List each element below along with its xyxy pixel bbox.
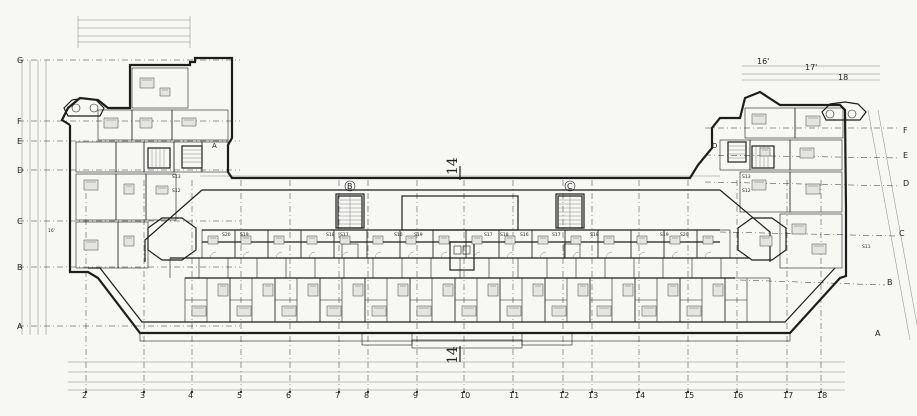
furniture — [83, 77, 827, 317]
unit-rooms — [169, 229, 771, 323]
room-code: S17 — [340, 232, 349, 238]
axis-label-a: A — [17, 322, 23, 331]
axis-label-d: D — [17, 166, 23, 175]
axis-label-col-9: 9 — [413, 391, 418, 400]
room-code: S20 — [680, 232, 689, 238]
section-mark-bottom: 14 — [445, 346, 461, 364]
axis-label-col-16-prime: 16' — [757, 57, 769, 66]
axis-label-c: C — [17, 217, 23, 226]
row-axis-labels-right: F E D C B A — [875, 126, 909, 338]
axis-label-col-3: 3 — [140, 391, 145, 400]
axis-label-col-10: 10 — [460, 391, 470, 400]
axis-label-col-18-top: 18 — [838, 73, 848, 82]
corner-bays — [63, 97, 867, 121]
stair-label-c: C — [567, 182, 573, 191]
axis-label-c-right: C — [899, 229, 905, 238]
svg-text:D: D — [712, 142, 717, 150]
axis-label-f: F — [17, 117, 22, 126]
room-code: S19 — [240, 232, 249, 238]
column-axis-labels-bottom: 2 3 4 5 6 7 8 9 10 11 12 13 14 15 16 17 … — [82, 391, 827, 400]
stair-b — [337, 195, 363, 229]
axis-label-col-4: 4 — [188, 391, 193, 400]
room-code: S20 — [222, 232, 231, 238]
room-code: S12 — [172, 188, 181, 194]
axis-label-e: E — [17, 137, 22, 146]
right-wing-rooms — [719, 107, 844, 269]
axis-label-col-15: 15 — [684, 391, 694, 400]
axis-label-b-right: B — [887, 278, 893, 287]
axis-label-g: G — [17, 56, 23, 65]
axis-label-col-11: 11 — [509, 391, 519, 400]
column-axis-labels-top-right: 16' 17' 18 — [757, 57, 848, 82]
stair-label-b: B — [347, 182, 353, 191]
axis-label-col-6: 6 — [286, 391, 291, 400]
stairs — [147, 141, 775, 271]
room-code: S18 — [500, 232, 509, 238]
axis-label-col-17: 17 — [783, 391, 793, 400]
room-code: S18 — [326, 232, 335, 238]
room-code: S17 — [552, 232, 561, 238]
room-code: S16 — [520, 232, 529, 238]
axis-label-b: B — [17, 263, 23, 272]
central-core — [341, 241, 581, 271]
row-axis-labels-left: G F E D C B A — [17, 56, 23, 331]
axis-label-col-2: 2 — [82, 391, 87, 400]
room-code: S13 — [742, 174, 751, 180]
axis-label-col-13: 13 — [588, 391, 598, 400]
axis-label-col-18: 18 — [817, 391, 827, 400]
dimension-note: 16' — [48, 228, 55, 234]
section-mark-top: 14 — [445, 157, 461, 175]
stair-left-wing — [147, 145, 203, 169]
axis-label-e-right: E — [903, 151, 908, 160]
room-code: S13 — [172, 174, 181, 180]
axis-label-f-right: F — [903, 126, 908, 135]
svg-text:A: A — [212, 142, 217, 150]
axis-label-col-17-prime: 17' — [805, 63, 817, 72]
outer-walls — [60, 56, 848, 349]
axis-label-a-right: A — [875, 329, 881, 338]
room-code: S19 — [414, 232, 423, 238]
room-code: S19 — [660, 232, 669, 238]
stair-labels: B C — [344, 180, 576, 192]
room-code: S17 — [484, 232, 493, 238]
room-code: S18 — [590, 232, 599, 238]
axis-label-col-7: 7 — [335, 391, 340, 400]
room-code: S16 — [394, 232, 403, 238]
axis-label-col-8: 8 — [364, 391, 369, 400]
axis-label-col-12: 12 — [559, 391, 569, 400]
axis-label-col-14: 14 — [635, 391, 645, 400]
axis-label-col-16: 16 — [733, 391, 743, 400]
room-code-labels: S13 S12 S20 S19 S17 S18 S16 S19 S17 S18 … — [172, 174, 871, 250]
section-marks: 14 14 — [445, 157, 461, 364]
dimension-lines — [21, 16, 917, 391]
room-code: S11 — [862, 244, 871, 250]
room-code: S12 — [742, 188, 751, 194]
stair-right-wing — [727, 141, 775, 169]
grid-axes — [18, 59, 901, 394]
stair-c — [557, 195, 583, 229]
axis-label-d-right: D — [903, 179, 909, 188]
axis-label-col-5: 5 — [237, 391, 242, 400]
